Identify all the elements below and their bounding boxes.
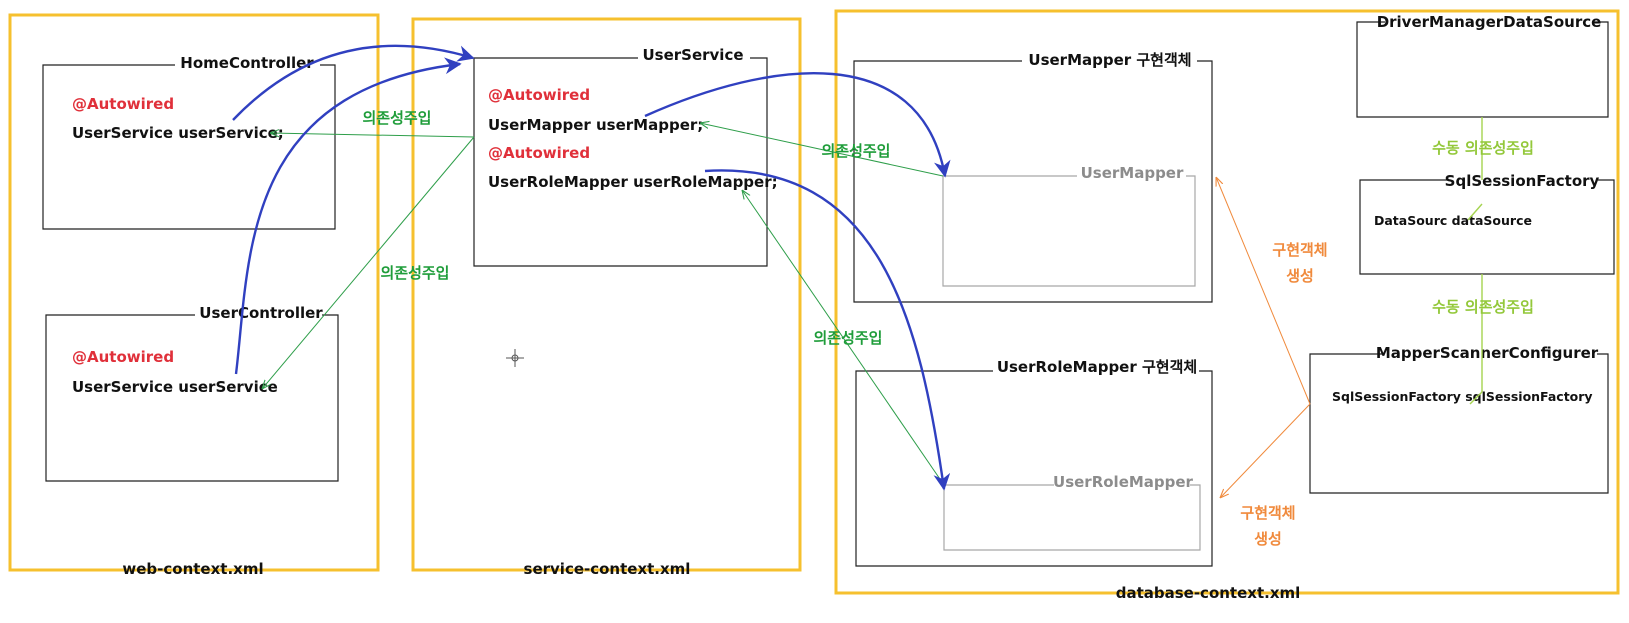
scanner-title: MapperScannerConfigurer <box>1376 344 1599 362</box>
user-controller-field: UserService userService <box>72 378 278 396</box>
usermapper-inner-label: UserMapper <box>1081 164 1184 182</box>
userrolemapper-impl-box <box>855 370 1213 567</box>
datasource-title: DriverManagerDataSource <box>1377 13 1602 31</box>
create-label-1-line1: 구현객체 <box>1272 241 1327 259</box>
web-context-border <box>8 13 380 572</box>
di-label-usermapper: 의존성주입 <box>821 142 890 160</box>
di-label-user: 의존성주입 <box>380 264 449 282</box>
scanner-bean: MapperScannerConfigurer SqlSessionFactor… <box>1309 344 1609 494</box>
user-service-box <box>473 57 768 267</box>
userrolemapper-impl-title: UserRoleMapper 구현객체 <box>997 358 1197 376</box>
sqlsessionfactory-field: DataSourc dataSource <box>1374 213 1532 228</box>
home-controller-title: HomeController <box>180 54 314 72</box>
scanner-field: SqlSessionFactory sqlSessionFactory <box>1332 389 1593 404</box>
di-line-usermapper-to-service <box>700 123 944 177</box>
create-label-2-line1: 구현객체 <box>1240 504 1295 522</box>
di-line-service-to-user <box>262 136 475 389</box>
di-label-home: 의존성주입 <box>362 109 431 127</box>
sqlsessionfactory-bean: SqlSessionFactory DataSourc dataSource <box>1359 172 1615 275</box>
create-line-userrolemapper <box>1220 403 1311 498</box>
userrolemapper-impl-bean: UserRoleMapper 구현객체 UserRoleMapper <box>855 358 1213 567</box>
home-controller-field: UserService userService; <box>72 124 284 142</box>
datasource-bean: DriverManagerDataSource <box>1356 13 1609 118</box>
database-context: database-context.xml <box>834 9 1620 602</box>
manual-di-label-1: 수동 의존성주입 <box>1432 139 1534 157</box>
user-service-autowired-2: @Autowired <box>488 144 590 162</box>
home-controller-box <box>42 64 336 230</box>
usermapper-impl-title: UserMapper 구현객체 <box>1028 51 1191 69</box>
usermapper-impl-box <box>853 60 1213 303</box>
user-service-field-1: UserMapper userMapper; <box>488 116 703 134</box>
web-context-label: web-context.xml <box>122 560 263 578</box>
annotation-labels: 의존성주입 의존성주입 의존성주입 의존성주입 수동 의존성주입 수동 의존성주… <box>362 109 1533 548</box>
usermapper-impl-bean: UserMapper 구현객체 UserMapper <box>853 51 1213 303</box>
sqlsessionfactory-title: SqlSessionFactory <box>1445 172 1600 190</box>
scanner-box <box>1309 353 1609 494</box>
manual-di-lines <box>1467 117 1483 405</box>
database-context-border <box>834 9 1620 595</box>
user-controller-bean: UserController @Autowired UserService us… <box>45 304 339 482</box>
manual-line-datasource-tip <box>1467 203 1483 221</box>
web-context: web-context.xml <box>8 13 380 578</box>
user-controller-autowired: @Autowired <box>72 348 174 366</box>
di-label-userrolemapper: 의존성주입 <box>813 329 882 347</box>
flow-arrow-service-to-usermapper <box>644 72 951 178</box>
sqlsessionfactory-box <box>1359 179 1615 275</box>
service-context-label: service-context.xml <box>524 560 691 578</box>
userrolemapper-inner-label: UserRoleMapper <box>1053 473 1194 491</box>
flow-arrows <box>232 44 951 491</box>
database-context-label: database-context.xml <box>1116 584 1301 602</box>
manual-di-label-2: 수동 의존성주입 <box>1432 298 1534 316</box>
service-context-border <box>411 17 802 572</box>
datasource-box <box>1356 21 1609 118</box>
user-service-field-2: UserRoleMapper userRoleMapper; <box>488 173 778 191</box>
user-controller-box <box>45 314 339 482</box>
create-label-2-line2: 생성 <box>1254 530 1282 548</box>
creation-lines <box>1216 177 1311 498</box>
user-service-bean: UserService @Autowired UserMapper userMa… <box>473 46 778 267</box>
userrolemapper-inner-box <box>943 484 1201 551</box>
flow-arrow-home-to-service <box>232 44 475 121</box>
create-line-usermapper <box>1216 177 1311 405</box>
usermapper-inner-box <box>942 175 1196 287</box>
user-service-title: UserService <box>642 46 743 64</box>
di-line-userrolemapper-to-service <box>742 190 945 486</box>
create-label-1-line2: 생성 <box>1286 267 1314 285</box>
flow-arrow-user-to-service <box>234 57 462 375</box>
home-controller-autowired: @Autowired <box>72 95 174 113</box>
manual-line-sqlsessionfactory-tip <box>1469 391 1483 405</box>
user-controller-title: UserController <box>199 304 323 322</box>
flow-arrow-service-to-userrolemapper <box>704 169 951 491</box>
di-lines <box>262 123 945 486</box>
user-service-autowired-1: @Autowired <box>488 86 590 104</box>
home-controller-bean: HomeController @Autowired UserService us… <box>42 54 336 230</box>
crosshair-cursor-icon <box>506 349 524 367</box>
service-context: service-context.xml <box>411 17 802 578</box>
